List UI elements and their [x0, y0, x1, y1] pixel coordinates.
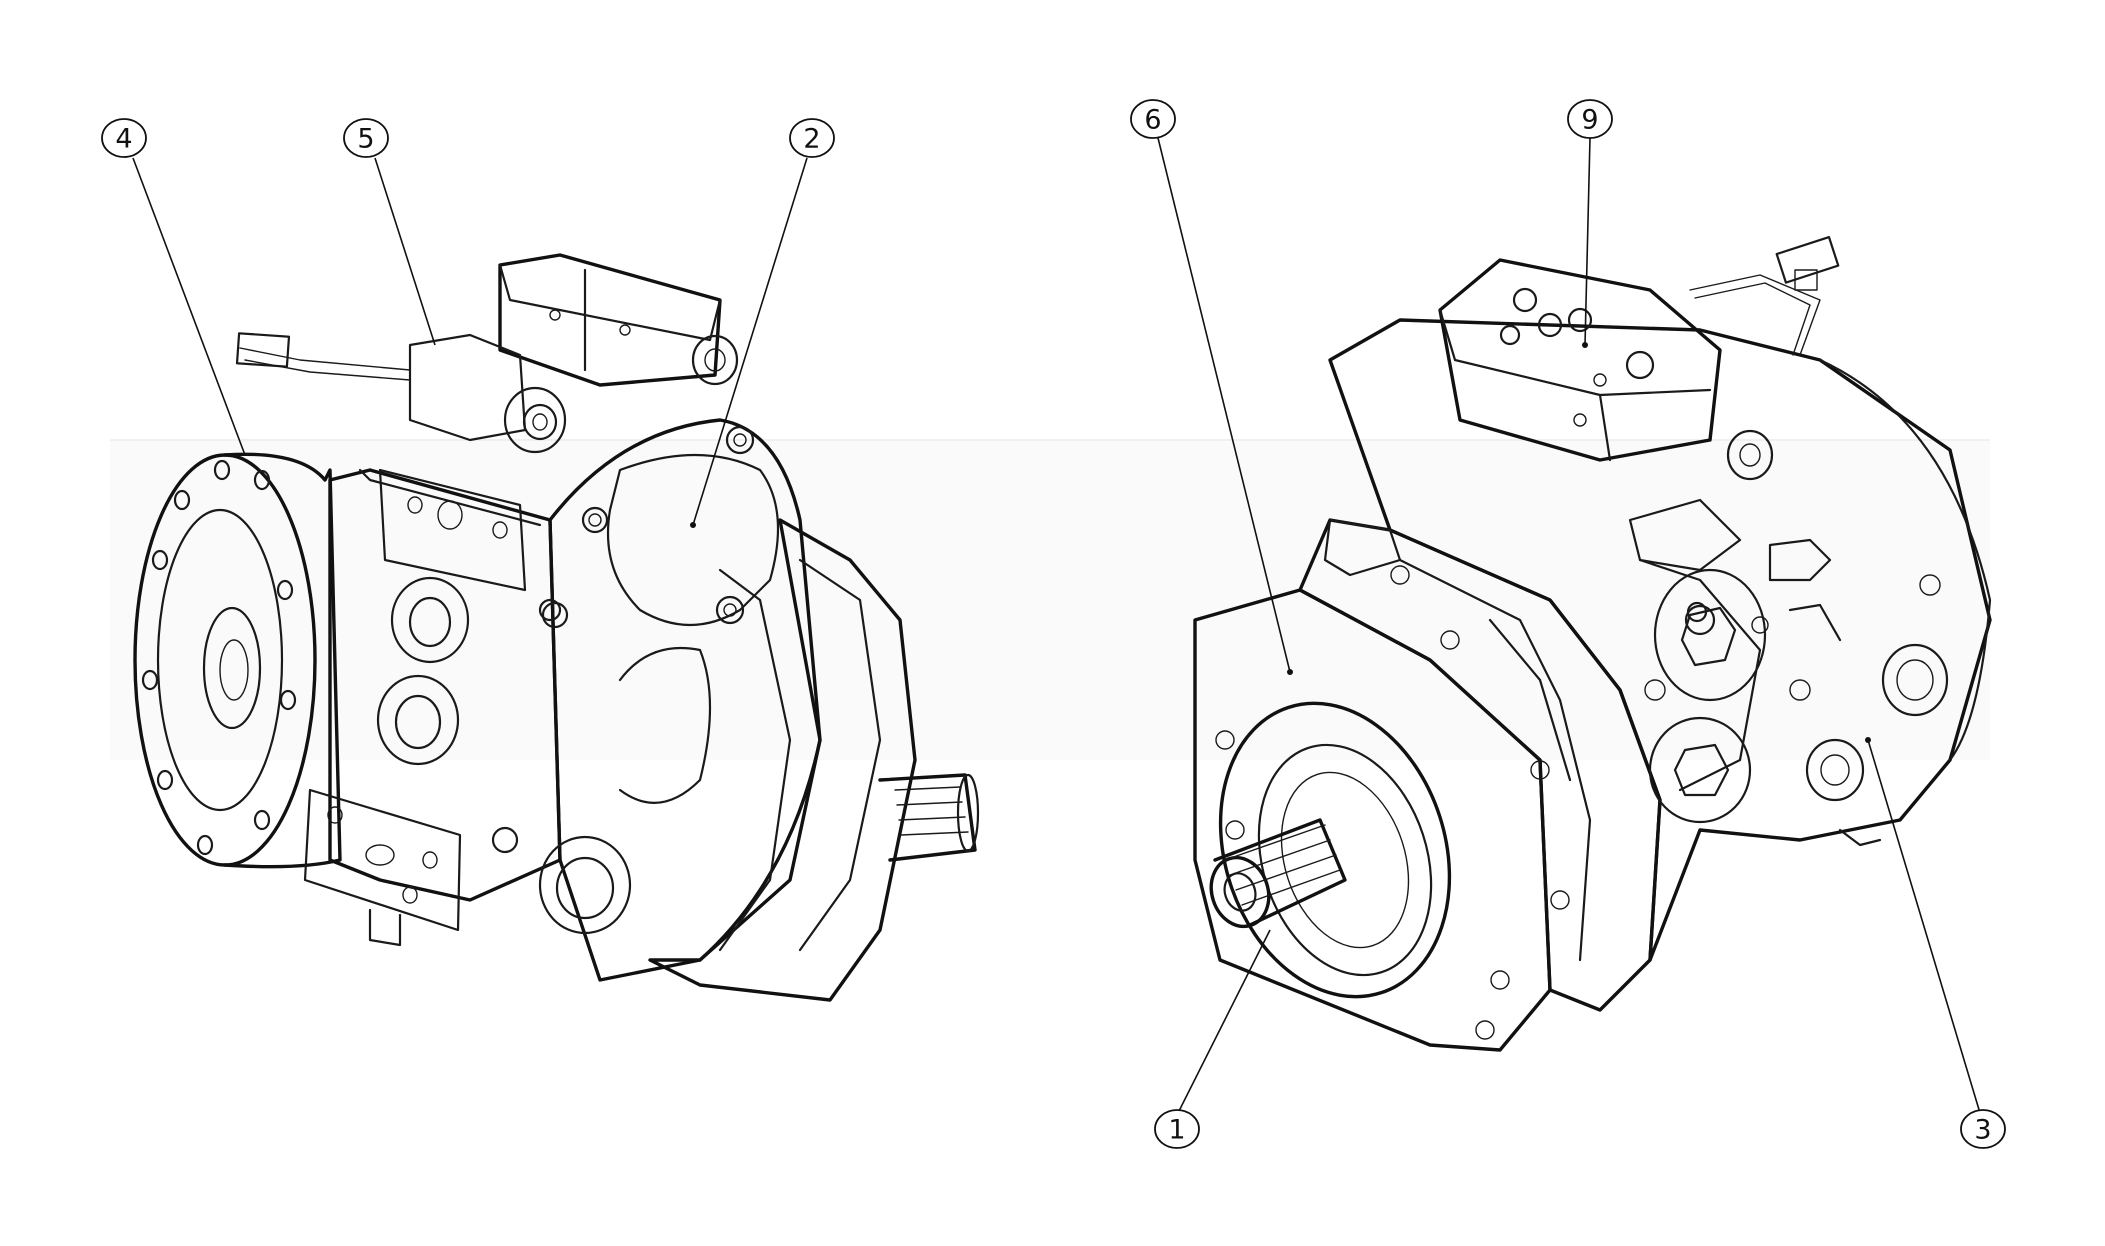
- leader-lines: [132, 137, 1981, 1114]
- callout-4-label: 4: [115, 124, 132, 155]
- callout-9: 9: [1567, 99, 1613, 139]
- callout-9-label: 9: [1581, 105, 1598, 136]
- callout-5-label: 5: [357, 124, 374, 155]
- callout-6-label: 6: [1144, 105, 1161, 136]
- callout-1-label: 1: [1168, 1115, 1185, 1146]
- callout-6: 6: [1130, 99, 1176, 139]
- flange-bolt-holes: [141, 459, 297, 856]
- output-shaft: [878, 773, 980, 862]
- top-valve-block: [1323, 235, 1840, 623]
- callout-4: 4: [101, 118, 147, 158]
- watermark: [110, 439, 1990, 760]
- mounting-flange: [133, 452, 342, 869]
- callout-2: 2: [789, 118, 835, 158]
- rear-housing: [648, 518, 980, 1002]
- leader-endpoints: [690, 342, 1871, 743]
- center-body: [491, 418, 822, 982]
- left-pump-view: [133, 253, 980, 1002]
- right-pump-view: [1193, 235, 1992, 1052]
- control-valve: [235, 253, 739, 454]
- callout-3: 3: [1960, 1109, 2006, 1149]
- callout-5: 5: [343, 118, 389, 158]
- pump-housing: [303, 468, 562, 947]
- rear-body: [1328, 318, 1992, 962]
- callout-2-label: 2: [803, 124, 820, 155]
- callout-3-label: 3: [1974, 1115, 1991, 1146]
- callout-1: 1: [1154, 1109, 1200, 1149]
- drive-shaft: [1209, 818, 1347, 929]
